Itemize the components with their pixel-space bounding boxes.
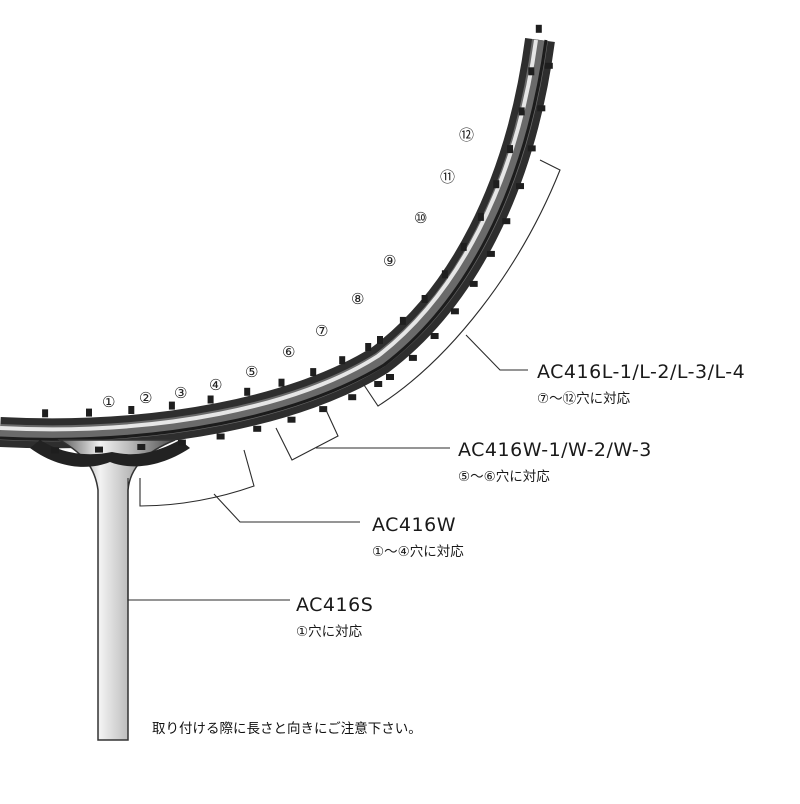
hole-label-3: ③: [174, 384, 187, 402]
grommet-hole-mark: [493, 180, 500, 189]
grommet-hole-mark: [469, 280, 478, 287]
grommet-hole-mark: [177, 439, 186, 446]
hole-label-4: ④: [209, 376, 222, 394]
grommet-hole-mark: [287, 416, 296, 423]
grommet-hole-mark: [527, 145, 536, 152]
grommet-hole-mark: [421, 295, 428, 303]
grommet-hole-mark: [460, 242, 467, 251]
grommet-hole-mark: [486, 250, 495, 257]
grommet-hole-mark: [477, 212, 484, 221]
grommet-code-ac416w-123: AC416W-1/W-2/W-3: [458, 439, 652, 461]
grommet-hole-mark: [537, 105, 546, 112]
grommet-code-ac416s: AC416S: [296, 594, 373, 616]
leader-ac416l: [465, 334, 528, 371]
racket-frame: [0, 38, 555, 449]
leader-ac416s: [127, 478, 290, 601]
grommet-hole-mark: [544, 62, 553, 69]
grommet-note-ac416s: ①穴に対応: [296, 624, 363, 640]
callout-lines: [127, 159, 561, 601]
grommet-hole-mark: [507, 145, 513, 154]
grommet-hole-mark: [518, 107, 525, 116]
grommet-hole-mark: [348, 394, 357, 401]
grommet-hole-mark: [386, 374, 394, 380]
hole-number-labels: ① ② ③ ④ ⑤ ⑥ ⑦ ⑧ ⑨ ⑩ ⑪ ⑫: [102, 126, 474, 411]
grommet-hole-mark: [168, 401, 175, 410]
grommet-hole-mark: [86, 408, 92, 417]
grommet-hole-mark: [339, 356, 346, 365]
hole-label-10: ⑩: [414, 209, 427, 227]
grommet-hole-mark: [430, 333, 439, 339]
hole-label-2: ②: [139, 389, 152, 407]
grommet-hole-mark: [365, 343, 372, 351]
grommet-hole-mark: [253, 425, 262, 432]
hole-label-5: ⑤: [245, 363, 258, 381]
grommet-hole-mark: [244, 387, 251, 396]
hole-label-11: ⑪: [440, 168, 455, 186]
leader-ac416w: [213, 493, 360, 523]
grommet-hole-mark: [516, 183, 524, 190]
grommet-note-ac416w-123: ⑤～⑥穴に対応: [458, 469, 550, 485]
bracket-ac416w-123: [275, 409, 339, 461]
grommet-hole-mark: [137, 444, 146, 450]
hole-label-6: ⑥: [282, 343, 295, 361]
grommet-hole-mark: [319, 406, 328, 413]
racket-shaft: [30, 439, 190, 741]
caption-note: 取り付ける際に長さと向きにご注意下さい。: [152, 720, 422, 737]
grommet-hole-mark: [42, 409, 49, 418]
grommet-hole-mark: [95, 446, 103, 453]
grommet-hole-mark: [216, 433, 225, 440]
hole-label-8: ⑧: [351, 290, 364, 308]
bracket-ac416l: [361, 159, 561, 407]
grommet-hole-mark: [310, 368, 317, 377]
grommet-note-ac416w: ①～④穴に対応: [372, 544, 464, 560]
grommet-code-ac416l: AC416L-1/L-2/L-3/L-4: [537, 361, 745, 383]
grommet-hole-mark: [51, 447, 60, 454]
grommet-labels: AC416L-1/L-2/L-3/L-4 ⑦～⑫穴に対応 AC416W-1/W-…: [296, 361, 745, 640]
grommet-hole-marks: [42, 24, 553, 454]
grommet-hole-mark: [399, 316, 406, 325]
grommet-hole-mark: [502, 218, 511, 225]
grommet-hole-mark: [207, 395, 214, 404]
grommet-hole-mark: [374, 381, 383, 387]
hole-label-9: ⑨: [383, 252, 396, 270]
grommet-code-ac416w: AC416W: [372, 514, 456, 536]
grommet-hole-mark: [377, 336, 383, 344]
grommet-hole-mark: [408, 354, 417, 361]
hole-label-1: ①: [102, 393, 115, 411]
hole-label-7: ⑦: [315, 322, 328, 340]
bracket-ac416w: [139, 449, 255, 507]
grommet-hole-mark: [128, 406, 135, 414]
grommet-note-ac416l: ⑦～⑫穴に対応: [537, 391, 631, 407]
grommet-hole-mark: [278, 378, 285, 387]
grommet-hole-mark: [528, 67, 535, 76]
grommet-hole-mark: [441, 270, 448, 279]
grommet-hole-mark: [450, 308, 459, 315]
grommet-hole-mark: [535, 24, 542, 33]
hole-label-12: ⑫: [459, 126, 474, 144]
